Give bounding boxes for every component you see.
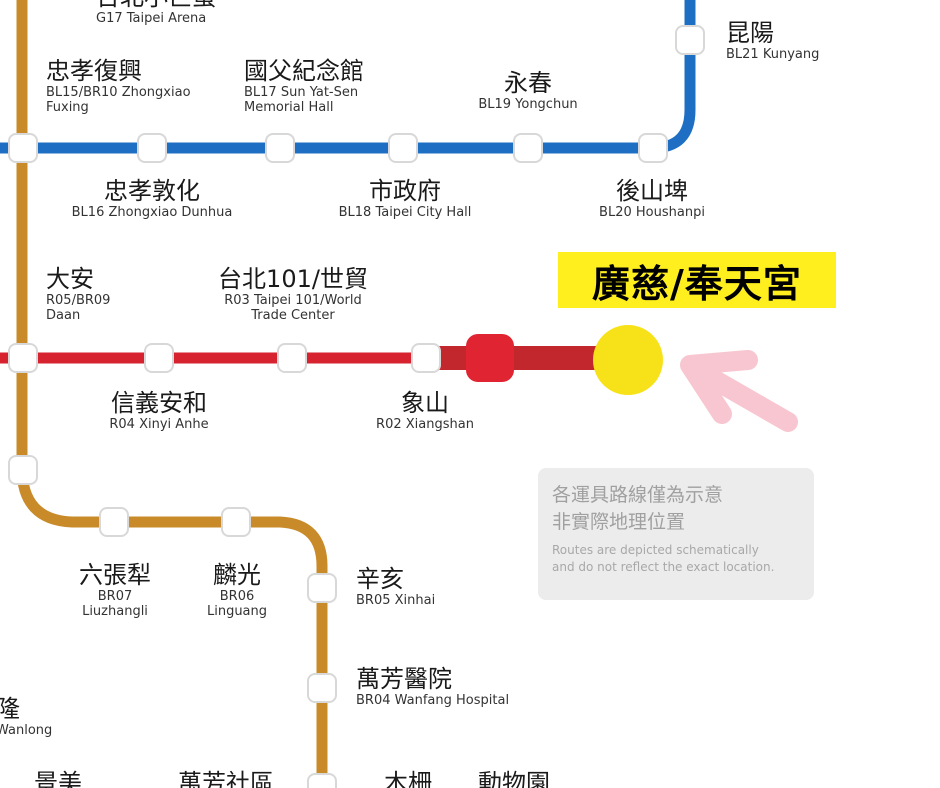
label-en: BL21 Kunyang — [726, 46, 820, 62]
label-zh: 國父紀念館 — [244, 57, 364, 85]
label-en: BL17 Sun Yat-Sen — [244, 84, 359, 100]
station-xiangshan — [411, 343, 441, 373]
label-zh: 信義安和 — [111, 389, 207, 417]
note-zh-line2: 非實際地理位置 — [552, 511, 686, 533]
station-zhongxiao-dunhua — [137, 133, 167, 163]
label-zhongxiao-fuxing: 忠孝復興 BL15/BR10 Zhongxiao Fuxing — [46, 57, 191, 115]
label-kunyang: 昆陽 BL21 Kunyang — [726, 19, 820, 63]
label-en: Liuzhangli — [82, 603, 148, 619]
label-zh: 市政府 — [369, 177, 441, 205]
note-en-line2: and do not reflect the exact location. — [552, 560, 775, 574]
station-taipei-101 — [277, 343, 307, 373]
label-zh: 萬芳醫院 — [356, 665, 452, 693]
station-xinhai — [307, 573, 337, 603]
label-en: R03 Taipei 101/World — [224, 292, 362, 308]
station-bottom-3 — [307, 773, 337, 788]
label-en: R02 Xiangshan — [376, 416, 474, 432]
station-yongchun — [513, 133, 543, 163]
label-houshanpi: 後山埤 BL20 Houshanpi — [599, 177, 705, 221]
label-en: BL20 Houshanpi — [599, 204, 705, 220]
label-zh: 景美 — [34, 769, 82, 788]
label-en: BL19 Yongchun — [478, 96, 578, 112]
label-taipei-city-hall: 市政府 BL18 Taipei City Hall — [338, 177, 472, 221]
destination-banner: 廣慈/奉天宮 — [558, 252, 836, 308]
station-liuzhangli — [99, 507, 129, 537]
destination-marker — [593, 325, 663, 395]
label-linguang: 麟光 BR06 Linguang — [206, 561, 268, 619]
label-zh: 永春 — [504, 69, 552, 97]
label-en: Memorial Hall — [244, 99, 334, 115]
label-liuzhangli: 六張犁 BR07 Liuzhangli — [79, 561, 151, 619]
station-zhongxiao-fuxing — [8, 133, 38, 163]
label-yongchun: 永春 BL19 Yongchun — [478, 69, 578, 113]
label-en: Wanlong — [0, 722, 53, 738]
label-daan: 大安 R05/BR09 Daan — [46, 265, 111, 323]
label-en: R04 Xinyi Anhe — [109, 416, 209, 432]
label-zh: 麟光 — [212, 561, 261, 589]
label-wanfang-hospital: 萬芳醫院 BR04 Wanfang Hospital — [356, 665, 510, 709]
station-daan — [8, 343, 38, 373]
label-en: BR04 Wanfang Hospital — [356, 692, 510, 708]
label-en: BL16 Zhongxiao Dunhua — [71, 204, 233, 220]
station-houshanpi — [638, 133, 668, 163]
label-taipei-arena: 台北小巨蛋 G17 Taipei Arena — [96, 0, 216, 27]
label-sun-yat-sen: 國父紀念館 BL17 Sun Yat-Sen Memorial Hall — [244, 57, 364, 115]
label-en: BR05 Xinhai — [356, 592, 436, 608]
label-zh: 萬芳社區 — [178, 769, 274, 788]
station-brown-unnamed — [8, 455, 38, 485]
label-en: Fuxing — [46, 99, 89, 115]
label-zh: 昆陽 — [726, 19, 774, 47]
label-en: Trade Center — [251, 307, 335, 323]
label-zh: 忠孝敦化 — [104, 177, 200, 205]
label-zhongxiao-dunhua: 忠孝敦化 BL16 Zhongxiao Dunhua — [71, 177, 233, 221]
label-zh: 隆 — [0, 695, 20, 723]
note-en-line1: Routes are depicted schematically — [552, 543, 759, 557]
label-en: BL15/BR10 Zhongxiao — [46, 84, 191, 100]
label-zh: 後山埤 — [615, 177, 688, 205]
label-en: BR06 — [219, 588, 255, 604]
brown-line — [16, 0, 328, 788]
label-zh: 動物園 — [478, 769, 550, 788]
label-wanlong: 隆 Wanlong — [0, 695, 53, 739]
label-zh: 六張犁 — [79, 561, 151, 589]
red-line-interchange — [466, 334, 514, 382]
station-taipei-city-hall — [388, 133, 418, 163]
label-bottom-2: 萬芳社區 — [178, 769, 274, 788]
label-zh: 象山 — [401, 389, 449, 417]
label-zh: 大安 — [46, 265, 94, 293]
label-en: Daan — [46, 307, 81, 323]
label-zh: 辛亥 — [356, 565, 404, 593]
station-wanfang-hospital — [307, 673, 337, 703]
label-zh: 木柵 — [384, 769, 432, 788]
pointer-arrow — [680, 350, 798, 432]
label-en: BR07 — [97, 588, 133, 604]
label-xinyi-anhe: 信義安和 R04 Xinyi Anhe — [109, 389, 209, 433]
label-zh: 台北小巨蛋 — [96, 0, 216, 12]
label-en: R05/BR09 — [46, 292, 111, 308]
label-en: BL18 Taipei City Hall — [338, 204, 472, 220]
label-xiangshan: 象山 R02 Xiangshan — [376, 389, 474, 433]
label-taipei-101: 台北101/世貿 R03 Taipei 101/World Trade Cent… — [218, 265, 368, 323]
label-bottom-1: 景美 — [34, 769, 82, 788]
station-kunyang — [675, 25, 705, 55]
label-en: Linguang — [206, 603, 268, 619]
label-zh: 忠孝復興 — [46, 57, 142, 85]
label-zh: 台北101/世貿 — [218, 265, 368, 293]
label-bottom-3: 木柵 — [384, 769, 432, 788]
station-sun-yat-sen — [265, 133, 295, 163]
note-zh-line1: 各運具路線僅為示意 — [552, 484, 724, 506]
label-xinhai: 辛亥 BR05 Xinhai — [356, 565, 436, 609]
label-en: G17 Taipei Arena — [96, 10, 207, 26]
station-linguang — [221, 507, 251, 537]
station-xinyi-anhe — [144, 343, 174, 373]
schematic-note: 各運具路線僅為示意 非實際地理位置 Routes are depicted sc… — [538, 468, 814, 600]
label-bottom-4: 動物園 — [478, 769, 550, 788]
